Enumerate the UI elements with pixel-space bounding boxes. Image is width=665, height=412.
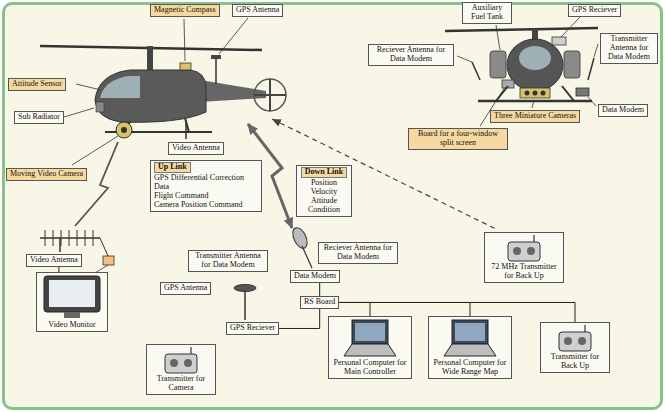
label-text: Condition: [300, 206, 348, 215]
label-text: Velocity: [300, 188, 348, 197]
cable-connector: [339, 302, 370, 316]
laptop-drawing: [442, 318, 498, 358]
label-text: Personal Computer for Main Controller: [332, 359, 408, 377]
label-text: Magnetic Compass: [154, 6, 216, 15]
leader-lines: [64, 17, 598, 165]
label-text: Flight Command: [154, 192, 258, 201]
label-text: Board for a four-window split screen: [412, 130, 504, 148]
label-text: Attitude: [300, 197, 348, 206]
receiver-box: GPS Reciever: [226, 322, 279, 335]
part-label: GPS Antenna: [160, 282, 211, 295]
transmitter-unit: Transmitter for Camera: [146, 344, 216, 395]
laptop-drawing: [342, 318, 398, 358]
part-label: Attitude Sensor: [8, 78, 66, 91]
link-heading: Down Link: [301, 167, 347, 178]
label-text: Auxiliary Fuel Tank: [466, 4, 508, 22]
uplink-box: Up LinkGPS Differential Correction DataF…: [150, 160, 262, 212]
cable-connector: [339, 302, 470, 316]
label-text: Sub Radiator: [18, 113, 60, 122]
label-text: GPS Antenna: [164, 284, 207, 293]
yagi-antenna: [40, 230, 108, 256]
part-label: Board for a four-window split screen: [408, 128, 508, 150]
laptop-computer: Personal Computer for Wide Range Map: [428, 316, 512, 379]
dish-antenna: [290, 225, 312, 268]
cable-connector: [279, 309, 320, 329]
video-radio-link: [75, 142, 118, 226]
part-label: Transmitter Antenna for Data Modem: [188, 250, 268, 272]
label-text: Video Antenna: [172, 144, 220, 153]
label-text: Video Antenna: [30, 256, 78, 265]
link-heading: Up Link: [154, 162, 191, 173]
transmitter-unit: 72 MHz Transmitter for Back Up: [484, 232, 564, 283]
hub-box: RS Board: [300, 296, 339, 309]
label-text: Attitude Sensor: [12, 80, 62, 89]
label-text: Transmitter for Camera: [150, 375, 212, 393]
label-text: Transmitter Antenna for Data Modem: [604, 35, 654, 62]
part-label: Data Modem: [598, 104, 648, 117]
part-label: Reciever Antenna for Data Modem: [368, 44, 454, 66]
part-label: Moving Video Camera: [6, 168, 87, 181]
label-text: GPS Reciever: [572, 6, 617, 15]
label-text: Data Modem: [602, 106, 644, 115]
part-label: Transmitter Antenna for Data Modem: [600, 33, 658, 64]
label-text: Reciever Antenna for Data Modem: [322, 244, 394, 262]
part-label: GPS Reciever: [568, 4, 621, 17]
video-monitor: Video Monitor: [36, 272, 108, 332]
downlink-box: Down LinkPositionVelocityAttitudeConditi…: [296, 165, 352, 217]
label-text: Transmitter for Back Up: [544, 353, 606, 371]
part-label: GPS Antenna: [232, 4, 283, 17]
monitor-drawing: [40, 274, 104, 320]
label-text: GPS Reciever: [230, 324, 275, 333]
part-label: Reciever Antenna for Data Modem: [318, 242, 398, 264]
label-text: GPS Antenna: [236, 6, 279, 15]
part-label: Video Antenna: [26, 254, 82, 267]
label-text: Transmitter Antenna for Data Modem: [192, 252, 264, 270]
part-label: Magnetic Compass: [150, 4, 220, 17]
label-text: Three Miniature Cameras: [494, 112, 576, 121]
label-text: Video Monitor: [40, 321, 104, 330]
transmitter-drawing: [555, 324, 595, 352]
part-label: Sub Radiator: [14, 111, 64, 124]
cable-connector: [319, 283, 320, 296]
laptop-computer: Personal Computer for Main Controller: [328, 316, 412, 379]
modem-box: Data Modem: [290, 270, 340, 283]
label-text: 72 MHz Transmitter for Back Up: [488, 263, 560, 281]
gps-antenna: [234, 285, 256, 321]
helicopter-front-view: [445, 28, 598, 101]
label-text: Personal Computer for Wide Range Map: [432, 359, 508, 377]
label-text: Moving Video Camera: [10, 170, 83, 179]
transmitter-unit: Transmitter for Back Up: [540, 322, 610, 373]
label-text: RS Board: [304, 298, 335, 307]
part-label: Auxiliary Fuel Tank: [462, 2, 512, 24]
transmitter-drawing: [161, 346, 201, 374]
label-text: GPS Differential Correction Data: [154, 174, 258, 192]
transmitter-drawing: [504, 234, 544, 262]
label-text: Data Modem: [294, 272, 336, 281]
label-text: Position: [300, 179, 348, 188]
part-label: Three Miniature Cameras: [490, 110, 580, 123]
label-text: Camera Position Command: [154, 201, 258, 210]
part-label: Video Antenna: [168, 142, 224, 155]
video-receiver: [103, 256, 114, 265]
label-text: Reciever Antenna for Data Modem: [372, 46, 450, 64]
